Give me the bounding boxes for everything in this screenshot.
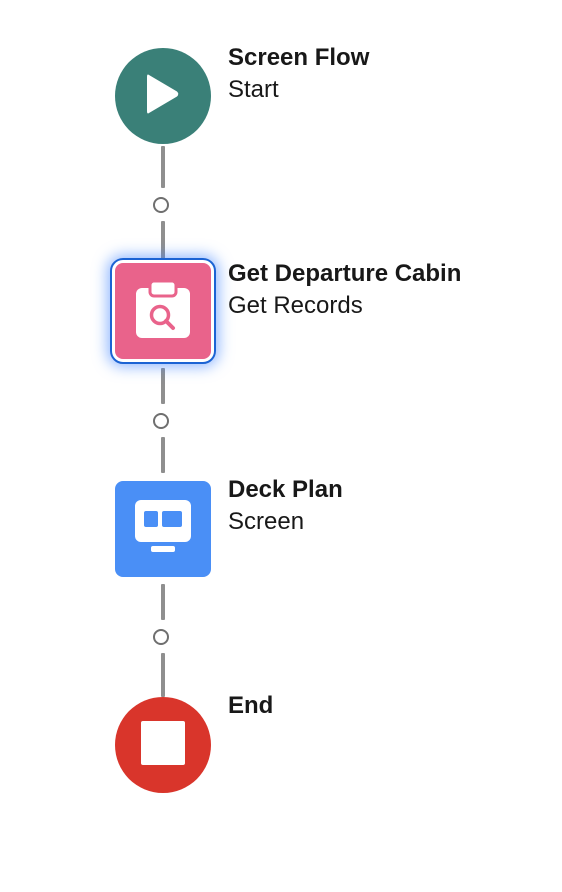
connector-line [161,368,165,404]
get-records-node[interactable] [110,258,216,364]
node-type: Get Records [228,292,363,319]
screen-node[interactable] [115,481,211,577]
connector-line [161,653,165,697]
connector-line [161,146,165,188]
record-lookup-icon [133,278,193,345]
connector-line [161,584,165,620]
start-node[interactable] [115,48,211,144]
node-type: Screen [228,508,305,535]
add-element-button[interactable] [153,197,169,213]
screen-node-label: Deck Plan Screen [228,474,343,538]
add-element-button[interactable] [153,629,169,645]
start-node-label: Screen Flow Start [228,42,369,106]
node-title: Deck Plan [228,476,343,503]
connector-line [161,437,165,473]
node-title: Get Departure Cabin [228,260,462,287]
node-type: Start [228,76,279,103]
add-element-button[interactable] [153,413,169,429]
get-records-node-label: Get Departure Cabin Get Records [228,258,461,322]
node-title: End [228,692,274,719]
end-node[interactable] [115,697,211,793]
screen-icon [133,498,193,561]
end-node-label: End [228,690,273,722]
node-title: Screen Flow [228,44,370,71]
play-icon [143,71,183,122]
stop-icon [140,720,186,771]
connector-line [161,221,165,259]
